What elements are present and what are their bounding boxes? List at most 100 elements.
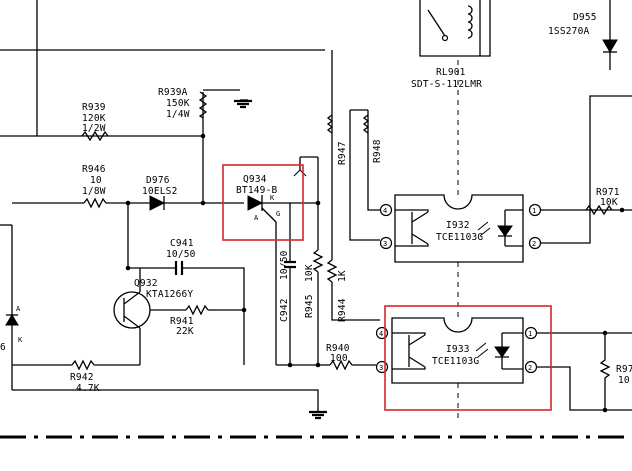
q934-pin-a: A (254, 214, 259, 222)
r945-value: 10K (304, 264, 315, 282)
i933-pin4: 4 (379, 330, 383, 338)
i932-right-leads (505, 209, 523, 247)
i932-light-arrows (477, 221, 491, 237)
r941-value: 22K (176, 326, 194, 337)
r944-value: 1K (337, 270, 348, 282)
r948-resistor (362, 114, 370, 134)
i933-led (494, 346, 510, 358)
r942-value: 4.7K (76, 383, 100, 394)
q934-ref: Q934 (243, 174, 267, 185)
ground-symbol-top (234, 99, 252, 109)
i933-transistor (408, 334, 426, 368)
q934-highlight-box (222, 164, 304, 241)
r944-ref: R944 (337, 298, 348, 322)
i933-pin1: 1 (528, 330, 532, 338)
junction-mark (293, 169, 307, 177)
i933-light-arrows (475, 342, 489, 358)
i933-transistor-leads (392, 332, 426, 370)
i932-pin1: 1 (532, 207, 536, 215)
i933-ref: I933 (446, 344, 470, 355)
r97x-value: 10 (618, 375, 630, 386)
rl901-part: SDT-S-112LMR (411, 79, 482, 90)
r971-resistor (585, 204, 613, 216)
c942-ref: C942 (279, 298, 290, 322)
c942-value: 10/50 (279, 250, 290, 280)
rl901-ref: RL901 (436, 67, 466, 78)
i932-transistor-leads (395, 209, 429, 247)
q932-leads (123, 291, 141, 329)
q934-gate (261, 207, 277, 223)
r946-resistor (83, 197, 107, 209)
rl901-switch (427, 9, 446, 37)
r939-resistor (81, 130, 109, 142)
r971-ref: R971 (596, 187, 620, 198)
r940-resistor (329, 359, 353, 371)
r939a-value: 150K (166, 98, 190, 109)
q934-pin-k: K (270, 194, 275, 202)
i932-body (394, 194, 524, 263)
i933-right-leads (502, 332, 523, 370)
i932-pin4: 4 (383, 207, 387, 215)
i933-body (391, 317, 524, 384)
i933-highlight-box (384, 305, 552, 411)
r941-resistor (185, 304, 209, 316)
i932-transistor (411, 211, 429, 245)
i932-pin2: 2 (532, 240, 536, 248)
r939a-rating: 1/4W (166, 109, 190, 120)
r947-resistor (326, 114, 334, 134)
left-diode-pin-k: K (18, 336, 23, 344)
d976-diode (149, 195, 166, 211)
r946-rating: 1/8W (82, 186, 106, 197)
i932-led-leads (498, 210, 512, 246)
r971-value: 10K (600, 197, 618, 208)
r945-ref: R945 (304, 294, 315, 318)
r940-ref: R940 (326, 343, 350, 354)
d955-part: 1SS270A (548, 26, 590, 37)
i933-pin3: 3 (379, 364, 383, 372)
i933-part: TCE1103G (432, 356, 479, 367)
r944-resistor (326, 259, 338, 283)
r939-rating: 1/2W (82, 123, 106, 134)
r939a-resistor (198, 91, 208, 119)
d955-diode (602, 39, 618, 53)
r948-ref: R948 (372, 139, 383, 163)
i933-pin2: 2 (528, 364, 532, 372)
c941-ref: C941 (170, 238, 194, 249)
d976-ref: D976 (146, 175, 170, 186)
left-diode-value: 6 (0, 342, 6, 353)
r97x-resistor (599, 333, 611, 410)
c941-value: 10/50 (166, 249, 196, 260)
i932-pin2-wire (541, 95, 632, 244)
r939-ref: R939 (82, 102, 106, 113)
ground-bus-wire (12, 389, 319, 412)
q932-part: KTA1266Y (146, 289, 193, 300)
c941-capacitor (174, 261, 184, 275)
i933-led-leads (495, 333, 509, 369)
r946-value: 10 (90, 175, 102, 186)
ground-symbol-bottom (309, 410, 327, 420)
q932-ref: Q932 (134, 278, 158, 289)
left-diode (5, 314, 19, 326)
i932-pin3: 3 (383, 240, 387, 248)
d955-ref: D955 (573, 12, 597, 23)
rl901-box (419, 0, 491, 57)
i932-ref: I932 (446, 220, 470, 231)
r939a-ref: R939A (158, 87, 188, 98)
left-diode-pin-a: A (16, 305, 21, 313)
r940-value: 100 (330, 353, 348, 364)
i932-pin3-wire (349, 110, 380, 241)
r939-value: 120K (82, 113, 106, 124)
c941-right-wire (182, 267, 245, 365)
rl901-coil (467, 5, 473, 39)
r945-resistor (312, 249, 324, 273)
i932-pin4-wire (367, 110, 380, 211)
q934-part: BT149-B (236, 185, 278, 196)
r942-ref: R942 (70, 372, 94, 383)
r942-resistor (71, 359, 95, 371)
d976-part: 10ELS2 (142, 186, 178, 197)
q934-thyristor (247, 195, 264, 211)
r944-bottom-lead (331, 282, 380, 321)
q934-pin-g: G (276, 210, 280, 218)
